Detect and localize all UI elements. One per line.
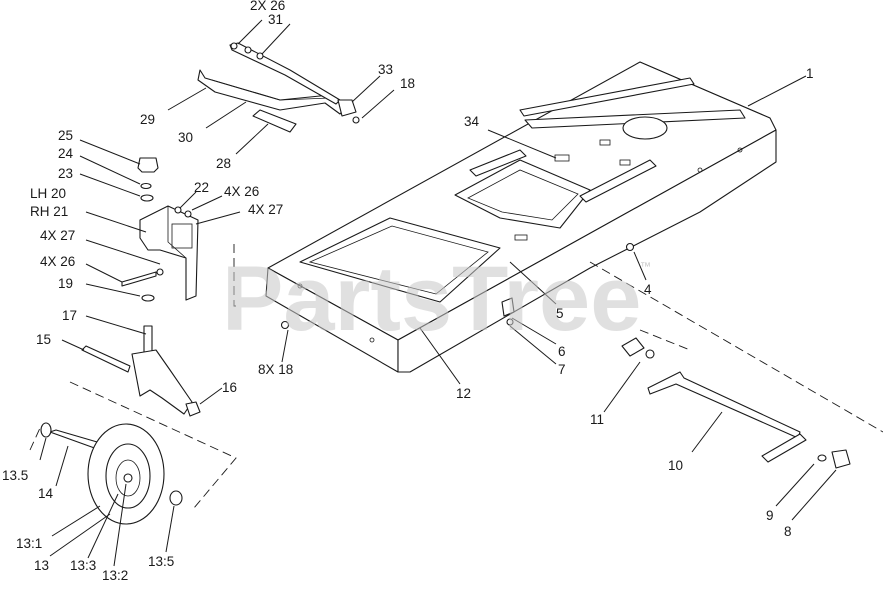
frame-assembly [265, 61, 777, 373]
callout-13-5-right: 13:5 [148, 554, 174, 569]
front-wheel [29, 381, 237, 525]
callout-4x27-upper: 4X 27 [248, 202, 283, 217]
caster-mount [121, 157, 199, 302]
control-linkage [197, 42, 360, 133]
callout-4x26-lower: 4X 26 [40, 254, 75, 269]
callout-25: 25 [58, 128, 73, 143]
caster-fork [81, 325, 201, 417]
callout-19: 19 [58, 276, 73, 291]
callout-17: 17 [62, 308, 77, 323]
callout-4x26-upper: 4X 26 [224, 184, 259, 199]
callout-labels: 2X 26 31 33 18 29 30 28 25 24 23 22 4X 2… [2, 0, 814, 583]
callout-22: 22 [194, 180, 209, 195]
callout-28: 28 [216, 156, 231, 171]
callout-13-5-left: 13.5 [2, 468, 28, 483]
frame-hardware [280, 242, 635, 330]
watermark-trademark: ™ [640, 261, 651, 273]
callout-13: 13 [34, 558, 49, 573]
callout-13-1: 13:1 [16, 536, 42, 551]
callout-30: 30 [178, 130, 193, 145]
callout-8: 8 [784, 524, 792, 539]
callout-4: 4 [644, 282, 652, 297]
callout-15: 15 [36, 332, 51, 347]
callout-8x18: 8X 18 [258, 362, 293, 377]
callout-14: 14 [38, 486, 54, 501]
callout-2x26-top: 2X 26 [250, 0, 285, 13]
callout-13-3: 13:3 [70, 558, 96, 573]
callout-5: 5 [556, 306, 564, 321]
watermark: PartsTree [222, 248, 641, 350]
callout-10: 10 [668, 458, 683, 473]
callout-33: 33 [378, 62, 393, 77]
callout-16: 16 [222, 380, 237, 395]
callout-18: 18 [400, 76, 415, 91]
callout-13-2: 13:2 [102, 568, 128, 583]
callout-7: 7 [558, 362, 566, 377]
callout-24: 24 [58, 146, 74, 161]
callout-34: 34 [464, 114, 480, 129]
callout-11: 11 [590, 412, 604, 427]
callout-31: 31 [268, 12, 283, 27]
callout-6: 6 [558, 344, 566, 359]
callout-29: 29 [140, 112, 155, 127]
callout-23: 23 [58, 166, 73, 181]
leader-lines [39, 19, 837, 567]
callout-4x27-lower: 4X 27 [40, 228, 75, 243]
callout-lh20: LH 20 [30, 186, 66, 201]
callout-9: 9 [766, 508, 774, 523]
callout-rh21: RH 21 [30, 204, 68, 219]
callout-12: 12 [456, 386, 471, 401]
callout-1: 1 [806, 66, 814, 81]
rear-axle-assembly [589, 261, 883, 469]
caster-mount-reference-line [233, 244, 236, 307]
